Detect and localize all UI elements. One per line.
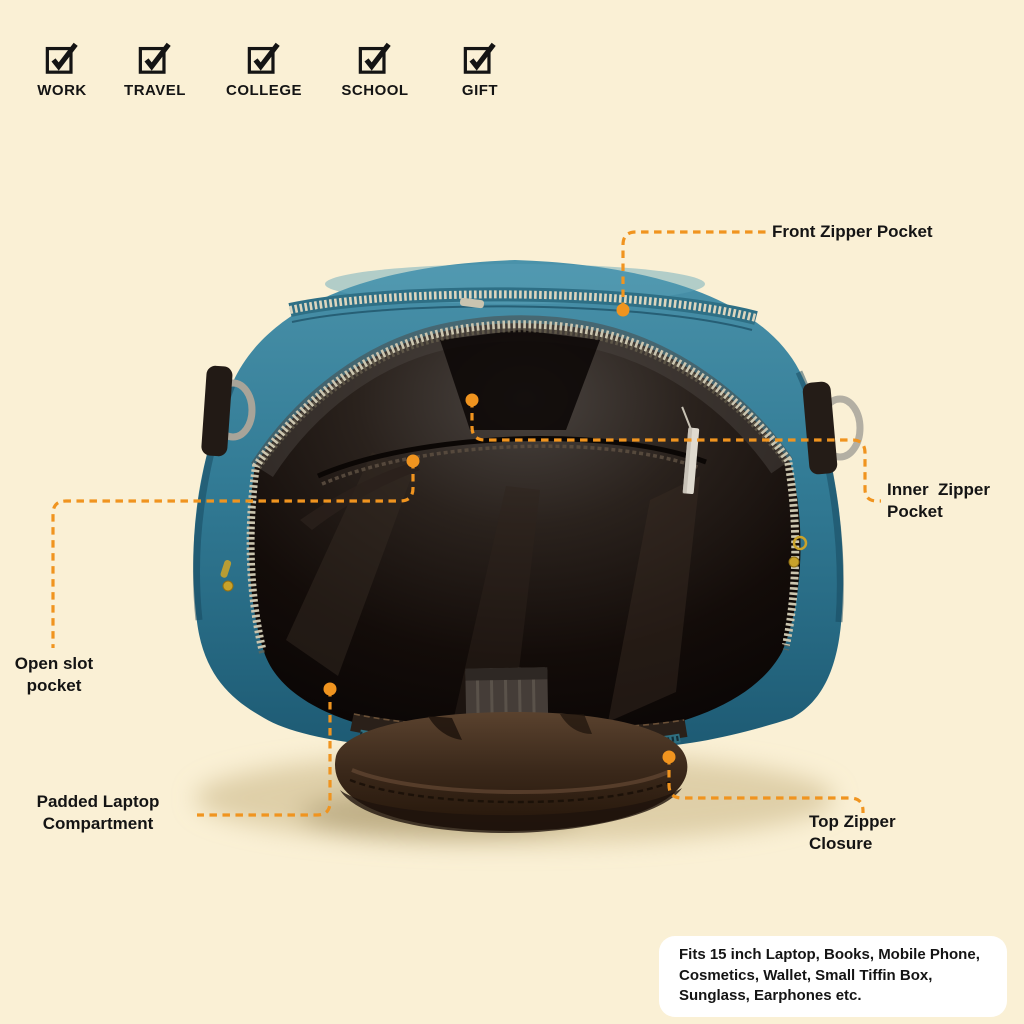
main-zipper-teeth [246,320,800,654]
feature-badge-label: GIFT [461,82,499,99]
callout-line-padded-laptop-compartment [197,689,332,817]
callout-label-front-zipper-pocket: Front Zipper Pocket [772,222,933,241]
inner-zipper-pocket [317,436,707,486]
feature-badge-gift: GIFT [425,40,535,99]
callout-line-open-slot-pocket [51,461,415,648]
callout-line-inner-zipper-pocket [470,400,881,503]
checked-checkbox-icon [138,42,171,74]
capacity-info-box: Fits 15 inch Laptop, Books, Mobile Phone… [659,936,1007,1017]
checked-checkbox-icon [45,42,78,74]
bottom-leather-base [335,712,688,834]
callout-label-padded-laptop-compartment: Padded Laptop Compartment [36,792,160,833]
front-zipper [288,287,758,331]
checked-checkbox-icon [358,42,391,74]
callout-line-front-zipper-pocket [621,230,766,310]
feature-badge-label: SCHOOL [341,82,409,99]
open-slot-pocket [300,462,420,530]
zipper-pull-hardware [220,535,808,592]
feature-badge-work: WORK [7,40,117,99]
feature-badge-college: COLLEGE [209,40,319,99]
main-compartment-interior [249,315,801,742]
price-tag [681,406,700,495]
capacity-info-text: Fits 15 inch Laptop, Books, Mobile Phone… [679,946,980,1004]
d-ring-right [802,381,864,475]
feature-badge-label: TRAVEL [124,82,186,99]
d-ring-left [201,365,256,457]
feature-badge-label: COLLEGE [225,82,302,99]
callout-label-open-slot-pocket: Open slot pocket [14,654,94,695]
callout-line-top-zipper-closure [667,757,865,813]
callout-dot-inner-zipper-pocket [465,393,479,407]
callout-dot-open-slot-pocket [406,454,420,468]
feature-badge-travel: TRAVEL [100,40,210,99]
callout-label-top-zipper-closure: Top Zipper Closure [809,812,896,853]
feature-badge-label: WORK [37,82,87,99]
callout-dot-front-zipper-pocket [616,303,630,317]
callout-dot-padded-laptop-compartment [323,682,337,696]
callout-dot-top-zipper-closure [662,750,676,764]
checked-checkbox-icon [247,42,280,74]
feature-badge-school: SCHOOL [320,40,430,99]
checked-checkbox-icon [463,42,496,74]
callout-label-inner-zipper-pocket: Inner Zipper Pocket [887,480,990,521]
